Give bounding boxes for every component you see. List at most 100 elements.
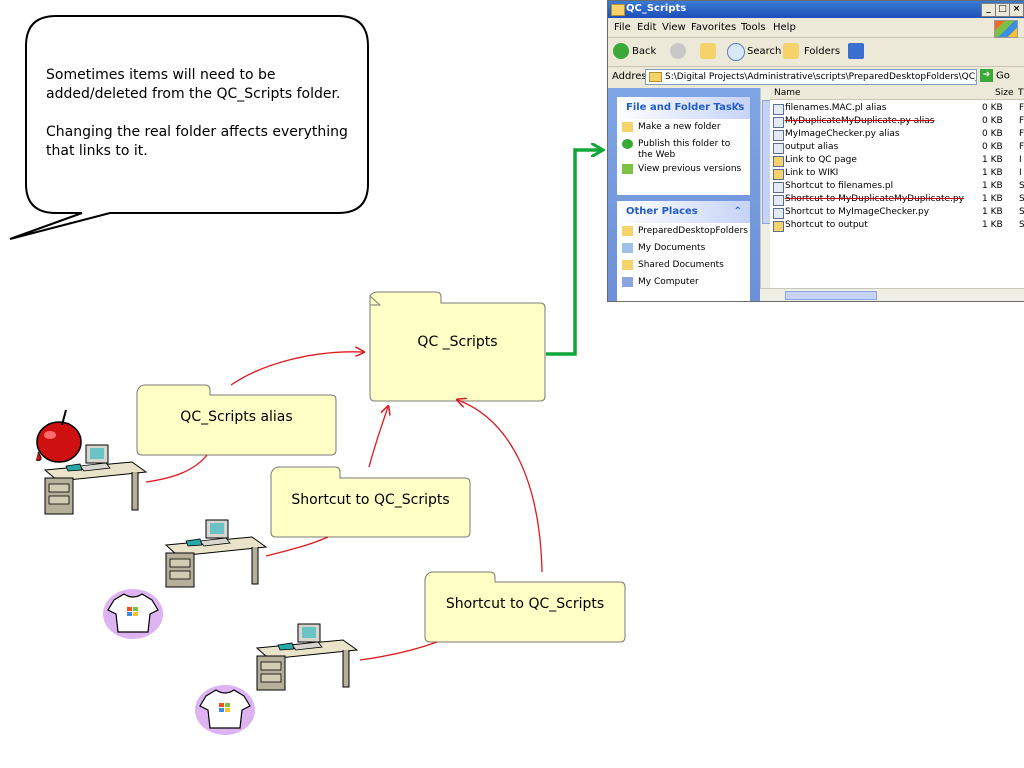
windows-logo-icon xyxy=(994,20,1018,38)
task-make-folder[interactable]: Make a new folder xyxy=(617,122,750,136)
column-size[interactable]: Size xyxy=(995,88,1014,98)
toolbar: Back Search Folders xyxy=(608,38,1024,67)
menu-help[interactable]: Help xyxy=(773,22,796,33)
shortcut-icon xyxy=(773,195,784,206)
folders-button[interactable]: Folders xyxy=(804,46,841,57)
link-icon xyxy=(773,169,784,180)
arrow-desk1-to-alias xyxy=(145,454,208,483)
scrollbar-thumb[interactable] xyxy=(785,291,877,300)
shortcut-icon xyxy=(773,182,784,193)
address-bar: Address S:\Digital Projects\Administrati… xyxy=(608,67,1024,87)
shortcut-icon xyxy=(773,208,784,219)
collapse-chevron-icon[interactable]: ⌃ xyxy=(733,206,742,217)
folder-label-alias: QC_Scripts alias xyxy=(180,409,293,425)
window-title: QC_Scripts xyxy=(626,3,687,14)
maximize-button[interactable]: □ xyxy=(995,3,1010,17)
place-shared-documents[interactable]: Shared Documents xyxy=(617,260,750,274)
back-button[interactable]: Back xyxy=(632,46,657,57)
other-places-panel: Other Places⌃ PreparedDesktopFolders My … xyxy=(617,201,750,301)
folder-icon xyxy=(611,4,625,16)
arrow-shortcut1-to-folder xyxy=(368,407,388,468)
arrow-desk2-to-shortcut1 xyxy=(265,536,329,557)
other-places-header[interactable]: Other Places⌃ xyxy=(617,201,750,223)
folder-label-shortcut-1: Shortcut to QC_Scripts xyxy=(291,492,450,508)
windows-tshirt-icon-2 xyxy=(195,685,255,735)
up-folder-icon[interactable] xyxy=(700,43,716,59)
views-icon[interactable] xyxy=(848,43,864,59)
arrow-folder-to-explorer xyxy=(546,150,602,356)
link-icon xyxy=(773,156,784,167)
folder-icon xyxy=(622,226,633,236)
search-button[interactable]: Search xyxy=(747,46,782,57)
menu-file[interactable]: File xyxy=(614,22,631,33)
file-row[interactable]: Shortcut to MyImageChecker.py1 KBS xyxy=(770,206,1024,219)
task-pane: File and Folder Tasks⌃ Make a new folder… xyxy=(608,88,760,301)
explorer-window: QC_Scripts _ □ × File Edit View Favorite… xyxy=(607,0,1024,302)
go-label: Go xyxy=(996,70,1010,82)
menu-favorites[interactable]: Favorites xyxy=(691,22,737,33)
collapse-chevron-icon[interactable]: ⌃ xyxy=(733,102,742,113)
bubble-line-2: Changing the real folder affects everyth… xyxy=(46,124,348,159)
column-type[interactable]: T xyxy=(1018,88,1024,98)
folder-qc-scripts-alias xyxy=(136,384,337,456)
arrow-shortcut2-to-folder xyxy=(458,400,543,573)
apple-icon xyxy=(35,409,82,463)
computer-desk-icon-1 xyxy=(43,444,148,515)
folder-label-main: QC _Scripts xyxy=(417,334,498,350)
menu-edit[interactable]: Edit xyxy=(637,22,657,33)
folders-icon[interactable] xyxy=(783,43,799,59)
column-name[interactable]: Name xyxy=(774,88,801,98)
new-folder-icon xyxy=(622,122,633,132)
folder-qc-scripts xyxy=(369,291,546,402)
column-header: Name Size T xyxy=(770,88,1024,100)
menu-bar: File Edit View Favorites Tools Help xyxy=(608,19,1024,38)
place-prepared-desktop-folders[interactable]: PreparedDesktopFolders xyxy=(617,226,750,240)
folder-shortcut-icon xyxy=(773,221,784,232)
go-arrow-icon: ➔ xyxy=(980,69,993,82)
file-row[interactable]: Shortcut to filenames.pl1 KBS xyxy=(770,180,1024,193)
forward-arrow-icon[interactable] xyxy=(670,43,686,59)
go-button[interactable]: ➔Go xyxy=(980,69,1010,82)
folder-icon xyxy=(649,71,662,82)
back-arrow-icon[interactable] xyxy=(613,43,629,59)
folder-icon xyxy=(622,260,633,270)
speech-bubble xyxy=(9,15,369,240)
arrow-alias-to-folder xyxy=(230,352,363,386)
task-previous-versions[interactable]: View previous versions xyxy=(617,164,750,178)
task-publish-web[interactable]: Publish this folder to the Web xyxy=(617,139,750,161)
history-icon xyxy=(622,164,633,174)
folder-label-shortcut-2: Shortcut to QC_Scripts xyxy=(445,596,605,612)
folder-shortcut-2 xyxy=(424,571,626,643)
arrow-desk3-to-shortcut2 xyxy=(359,641,438,661)
close-button[interactable]: × xyxy=(1009,3,1024,17)
place-my-computer[interactable]: My Computer xyxy=(617,277,750,291)
address-input[interactable]: S:\Digital Projects\Administrative\scrip… xyxy=(645,69,977,85)
title-bar[interactable]: QC_Scripts _ □ × xyxy=(608,1,1024,18)
file-icon xyxy=(773,117,784,128)
menu-tools[interactable]: Tools xyxy=(741,22,766,33)
file-folder-tasks-panel: File and Folder Tasks⌃ Make a new folder… xyxy=(617,97,750,195)
place-my-documents[interactable]: My Documents xyxy=(617,243,750,257)
tasks-header[interactable]: File and Folder Tasks⌃ xyxy=(617,97,750,119)
documents-icon xyxy=(622,243,633,253)
search-icon[interactable] xyxy=(727,43,745,61)
speech-bubble-text: Sometimes items will need to be added/de… xyxy=(46,66,356,180)
address-value: S:\Digital Projects\Administrative\scrip… xyxy=(665,72,977,82)
windows-tshirt-icon-1 xyxy=(103,589,163,639)
computer-desk-icon-3 xyxy=(255,623,359,691)
minimize-button[interactable]: _ xyxy=(981,3,996,17)
menu-view[interactable]: View xyxy=(662,22,686,33)
computer-icon xyxy=(622,277,633,287)
file-icon xyxy=(773,130,784,141)
file-list-scrollbar[interactable] xyxy=(760,288,1024,301)
computer-desk-icon-2 xyxy=(164,519,268,588)
